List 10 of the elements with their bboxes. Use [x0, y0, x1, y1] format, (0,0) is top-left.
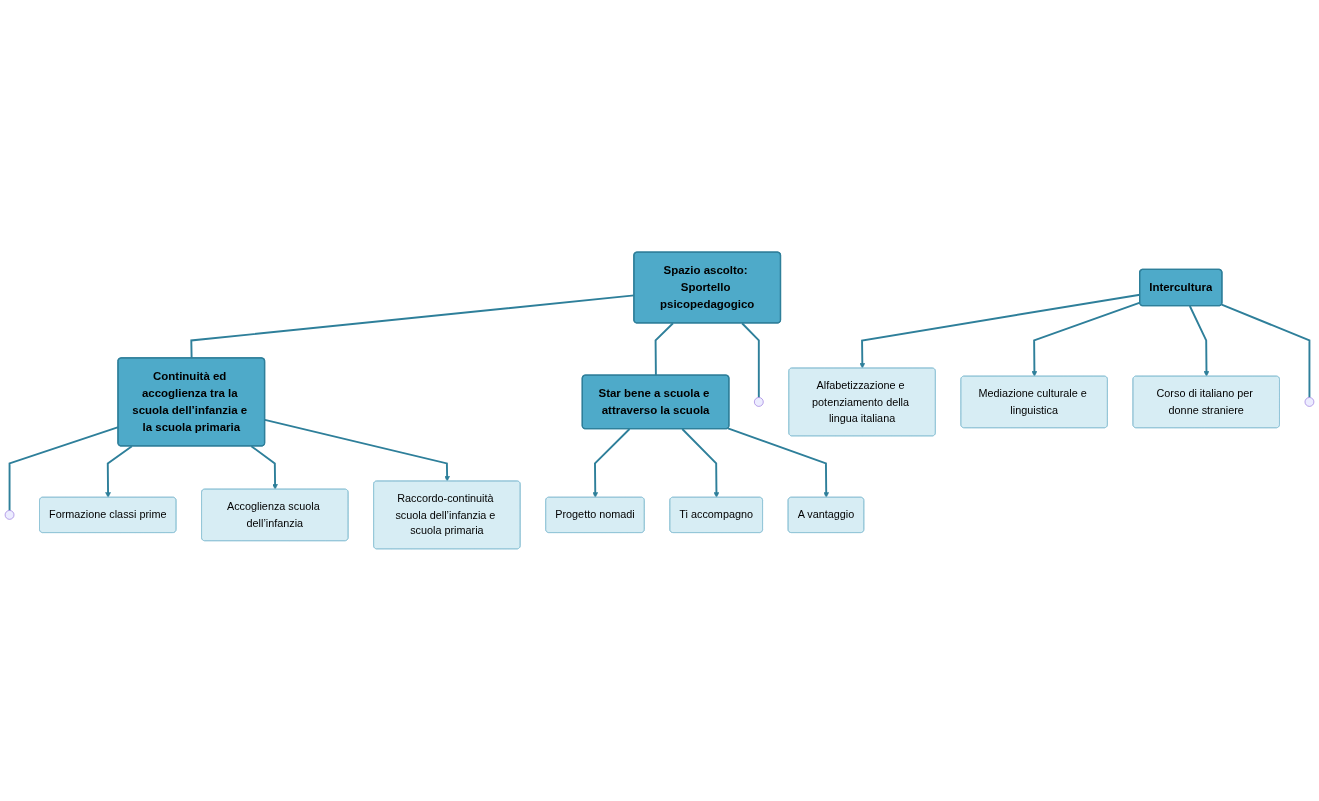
- arrow: [250, 445, 278, 490]
- connector: [741, 322, 760, 399]
- arrow: [681, 428, 720, 498]
- arrow: [1188, 305, 1210, 377]
- connector: [1220, 303, 1311, 399]
- arrow: [592, 428, 631, 498]
- connector: [654, 322, 674, 377]
- arrow: [105, 445, 133, 498]
- arrow: [727, 427, 829, 498]
- arrow: [1031, 301, 1141, 377]
